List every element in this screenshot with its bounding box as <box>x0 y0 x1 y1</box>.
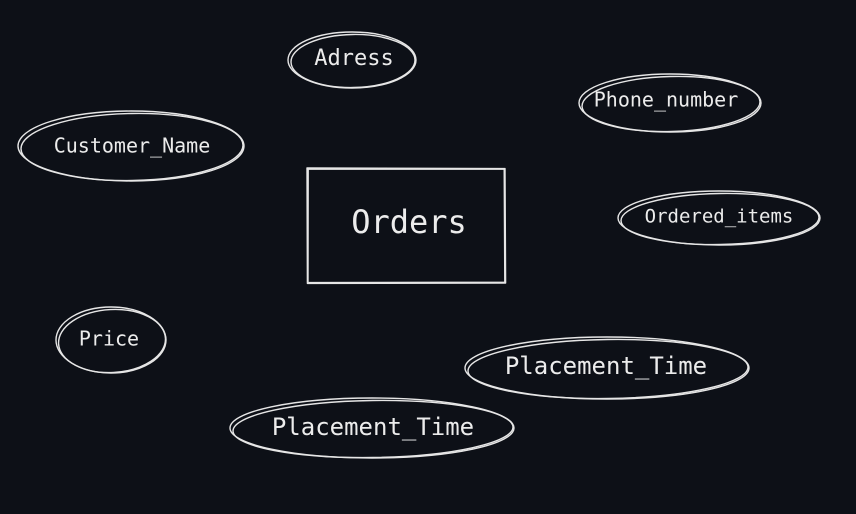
attribute-placement-time-bottom[interactable]: Placement_Time <box>229 397 515 459</box>
attribute-ordered-items[interactable]: Ordered_items <box>617 190 821 246</box>
attribute-label: Placement_Time <box>505 352 707 380</box>
attribute-phone-number[interactable]: Phone_number <box>578 73 762 134</box>
attribute-label: Customer_Name <box>54 134 211 158</box>
attribute-ellipse-sketch <box>232 399 514 459</box>
attribute-ellipse-sketch <box>620 192 820 246</box>
entity-label: Orders <box>351 203 467 241</box>
attribute-ellipse-sketch <box>57 308 167 374</box>
attribute-ellipse-sketch <box>581 75 761 133</box>
attribute-label: Adress <box>314 46 393 71</box>
attribute-customer-name[interactable]: Customer_Name <box>17 110 245 182</box>
attribute-label: Price <box>79 327 139 351</box>
attribute-ellipse-sketch <box>290 33 416 89</box>
attribute-label: Phone_number <box>594 88 739 112</box>
attribute-adress[interactable]: Adress <box>287 31 417 89</box>
entity-box <box>306 167 507 285</box>
attribute-price[interactable]: Price <box>55 306 167 376</box>
entity-orders[interactable]: Orders <box>306 167 507 285</box>
attribute-ellipse-sketch <box>20 112 244 182</box>
attribute-label: Placement_Time <box>272 413 474 441</box>
attribute-placement-time-right[interactable]: Placement_Time <box>464 336 750 400</box>
attribute-label: Ordered_items <box>645 206 794 228</box>
attribute-ellipse-sketch <box>467 338 749 400</box>
